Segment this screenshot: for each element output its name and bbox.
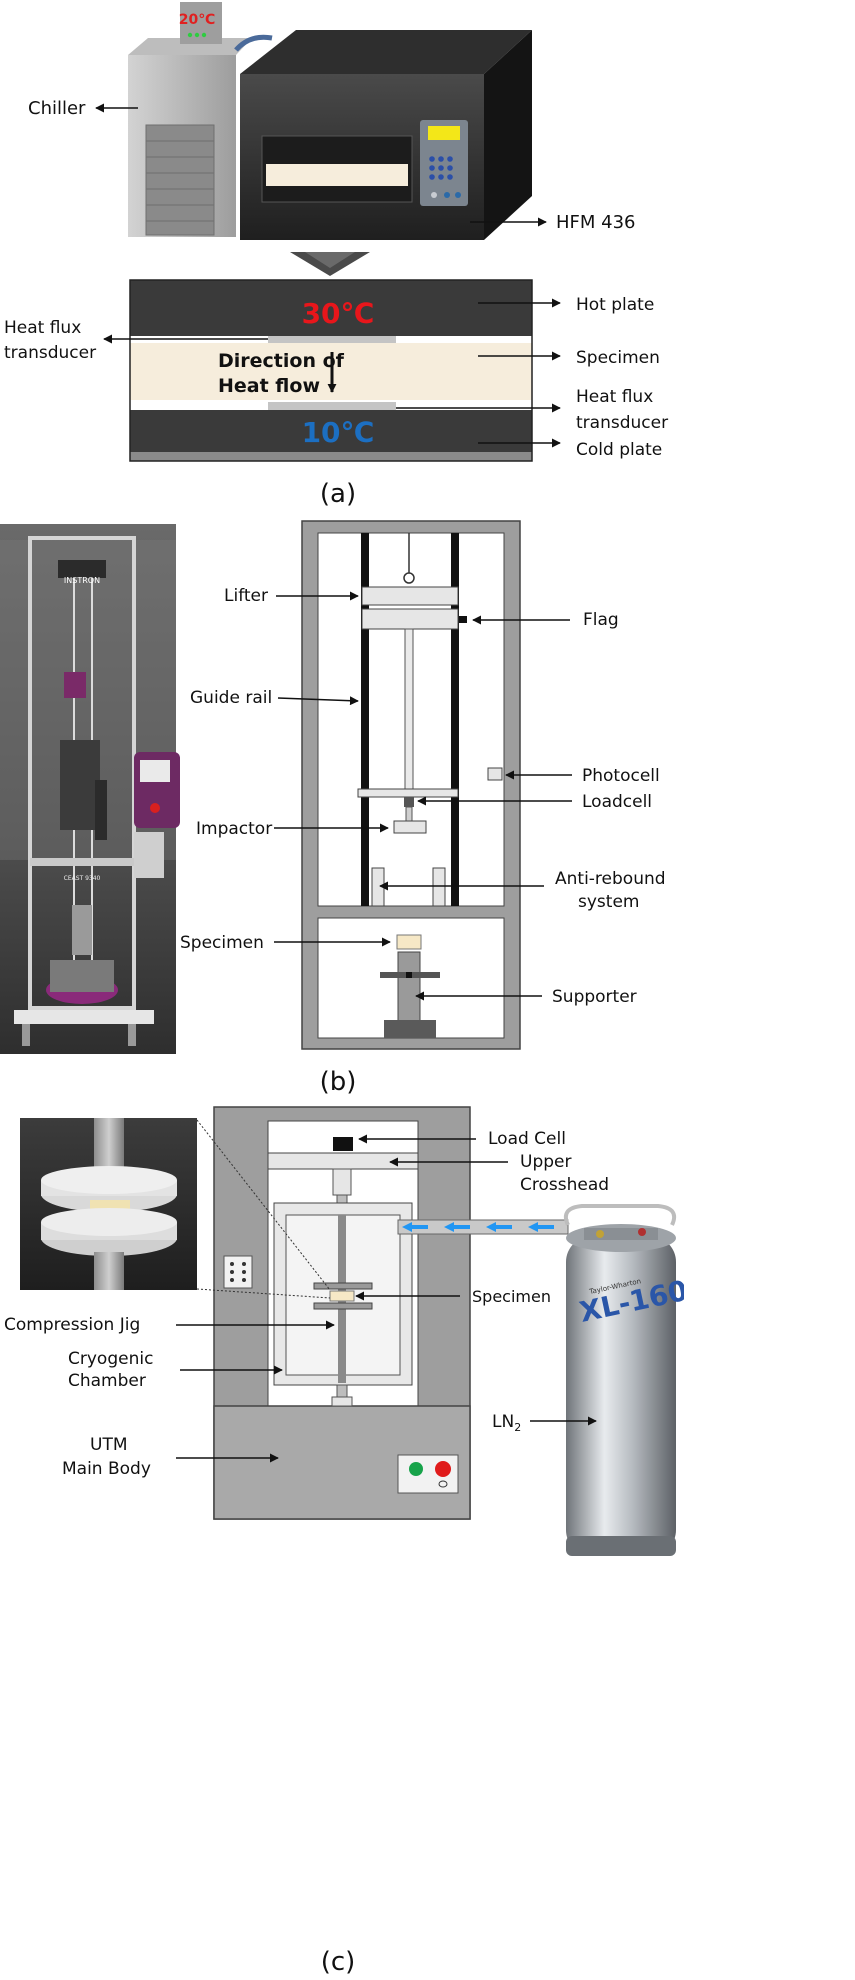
drop-tower-photo: INSTRON CEAST 9340 [0, 524, 180, 1054]
hot-plate [130, 290, 532, 336]
hft-left-label-line1: Heat flux [4, 318, 81, 338]
flow-arrow-icons [402, 1222, 554, 1232]
anti-rebound-label-group: Anti-rebound system [379, 869, 666, 912]
hft-left-label-line2: transducer [4, 343, 96, 363]
panel-b: INSTRON CEAST 9340 [0, 520, 666, 1097]
upper-crosshead [267, 1152, 419, 1170]
cryogenic-chamber-label-group: Cryogenic Chamber [68, 1349, 283, 1391]
chiller-vent [145, 124, 215, 236]
guide-rail-label-group: Guide rail [190, 688, 359, 708]
flag-label: Flag [583, 610, 619, 630]
lifter-label: Lifter [224, 586, 268, 606]
stop-button [435, 1461, 451, 1477]
hot-plate-label-group: Hot plate [478, 295, 654, 315]
guide-rail-right [451, 533, 459, 906]
utm-main-body-label-group: UTM Main Body [62, 1435, 279, 1479]
specimen-label-group-b: Specimen [180, 933, 391, 953]
hfm-cross-section: 30℃ Direction of Heat flow 10℃ [129, 279, 533, 462]
load-cell-label-group: Load Cell [358, 1129, 566, 1149]
jig-photo-inset [20, 1118, 331, 1299]
start-button [409, 1462, 423, 1476]
flag-marker [459, 616, 467, 623]
ln2-label-group: LN2 [492, 1412, 597, 1434]
guide-rail-left [361, 533, 369, 906]
cryogenic-chamber-label-line2: Chamber [68, 1371, 146, 1391]
loadcell-block [404, 797, 414, 807]
supporter-label-group: Supporter [415, 987, 637, 1007]
hft-upper [268, 336, 396, 343]
panel-c: Taylor-Wharton XL-160 Load Cell Upper Cr… [4, 1106, 684, 1977]
flow-text-line2: Heat flow [218, 375, 320, 397]
compression-jig-label: Compression Jig [4, 1315, 140, 1335]
chiller-display: 20℃ [179, 12, 215, 28]
crosshead-bar [361, 608, 459, 630]
upper-crosshead-label-line2: Crosshead [520, 1175, 609, 1195]
photo-brand: INSTRON [64, 576, 100, 585]
photocell-label: Photocell [582, 766, 660, 786]
ln2-subscript: 2 [514, 1421, 521, 1434]
cold-plate-label-group: Cold plate [478, 438, 662, 460]
hft-right-label-line1: Heat flux [576, 387, 653, 407]
load-cell-block [333, 1137, 353, 1151]
flag-label-group: Flag [472, 610, 619, 630]
upper-crosshead-label-line1: Upper [520, 1152, 571, 1172]
load-cell-label: Load Cell [488, 1129, 566, 1149]
cold-plate-label: Cold plate [576, 440, 662, 460]
impactor-label-group: Impactor [196, 819, 389, 839]
specimen-label-b: Specimen [180, 933, 264, 953]
utm-main-body-label-line1: UTM [90, 1435, 128, 1455]
figure: 20℃ Chil [0, 2, 684, 1977]
hfm-instrument [240, 30, 532, 240]
upper-crosshead-label-group: Upper Crosshead [389, 1152, 609, 1195]
specimen-label-group-c: Specimen [355, 1287, 551, 1306]
loadcell-label-group: Loadcell [417, 792, 652, 812]
photocell-block [487, 767, 503, 781]
svg-text:LN2: LN2 [492, 1412, 521, 1434]
photocell-label-group: Photocell [505, 766, 660, 786]
utm-machine [213, 1106, 471, 1520]
specimen-label-c: Specimen [472, 1287, 551, 1306]
hot-temp: 30℃ [302, 297, 375, 330]
ln2-label: LN [492, 1412, 514, 1432]
caption-c: (c) [321, 1947, 356, 1977]
hft-right-label-group: Heat flux transducer [396, 387, 668, 433]
specimen-label-a: Specimen [576, 348, 660, 368]
hfm-label: HFM 436 [556, 212, 636, 233]
ln2-dewar: Taylor-Wharton XL-160 [397, 1204, 684, 1556]
loadcell-label: Loadcell [582, 792, 652, 812]
anti-rebound-label-line2: system [578, 892, 639, 912]
photo-model: CEAST 9340 [64, 875, 101, 882]
supporter-label: Supporter [552, 987, 637, 1007]
transfer-line [397, 1219, 569, 1235]
hft-right-label-line2: transducer [576, 413, 668, 433]
hft-lower [268, 402, 396, 411]
down-arrow-icon [290, 252, 370, 276]
utm-main-body-label-line2: Main Body [62, 1459, 151, 1479]
hfm-label-group: HFM 436 [470, 212, 636, 233]
caption-a: (a) [320, 479, 356, 509]
specimen-block-c [329, 1290, 355, 1302]
drop-tower-schematic [301, 520, 521, 1050]
vent-grid [223, 1255, 253, 1289]
guide-rail-label: Guide rail [190, 688, 272, 708]
cryogenic-chamber-label-line1: Cryogenic [68, 1349, 153, 1369]
impactor-label: Impactor [196, 819, 272, 839]
specimen-label-group-a: Specimen [478, 348, 660, 368]
anti-rebound-label-line1: Anti-rebound [555, 869, 666, 889]
compression-jig-label-group: Compression Jig [4, 1315, 335, 1335]
panel-a: 20℃ Chil [4, 2, 668, 509]
chiller-unit: 20℃ [128, 2, 273, 237]
lifter-label-group: Lifter [224, 586, 359, 606]
caption-b: (b) [320, 1067, 357, 1097]
cold-plate [130, 410, 532, 452]
chiller-label-group: Chiller [28, 98, 138, 119]
chiller-label: Chiller [28, 98, 86, 119]
impactor-head [393, 820, 427, 834]
flow-text-line1: Direction of [218, 350, 345, 372]
hot-plate-label: Hot plate [576, 295, 654, 315]
specimen-block-b [396, 934, 422, 950]
cold-temp: 10℃ [302, 416, 375, 449]
lifter-bar [361, 586, 459, 606]
hft-left-label-group: Heat flux transducer [4, 318, 268, 363]
